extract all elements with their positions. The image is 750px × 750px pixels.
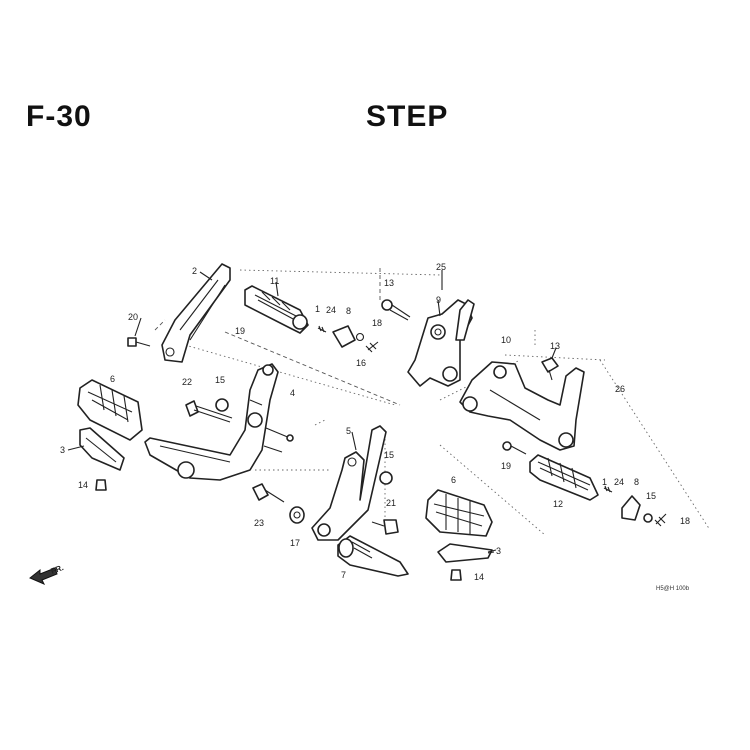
part-rider-footpeg-left — [244, 285, 309, 334]
section-code: F-30 — [26, 100, 92, 133]
direction-arrow-icon — [29, 567, 58, 585]
callout-1b: 1 — [602, 477, 607, 487]
callout-23: 23 — [254, 518, 264, 528]
callout-6b: 6 — [451, 475, 456, 485]
part-washer-left — [215, 398, 229, 412]
callout-22: 22 — [182, 377, 192, 387]
part-bracket-plate-right — [437, 543, 497, 563]
callout-9: 9 — [436, 295, 441, 305]
callout-8b: 8 — [634, 477, 639, 487]
part-bolt-23 — [252, 483, 285, 503]
drawing-reference: H5@H 100b — [656, 586, 690, 592]
part-spring-ball-right — [603, 485, 667, 527]
callout-1a: 1 — [315, 304, 320, 314]
part-footpeg-bracket-left — [144, 363, 279, 481]
callout-19b: 19 — [501, 461, 511, 471]
callout-12: 12 — [553, 499, 563, 509]
callout-17: 17 — [290, 538, 300, 548]
callout-18b: 18 — [680, 516, 690, 526]
part-footpeg-bracket-right — [459, 361, 585, 451]
part-collar-17 — [289, 506, 305, 524]
callout-25: 25 — [436, 262, 446, 272]
callout-10: 10 — [501, 335, 511, 345]
callout-leaders — [67, 270, 557, 554]
callout-18a: 18 — [372, 318, 382, 328]
callout-26: 26 — [615, 384, 625, 394]
callout-3b: 3 — [496, 546, 501, 556]
part-spring-ball-left — [317, 325, 379, 353]
part-footpeg-bracket-right-upper — [407, 299, 475, 387]
callout-15c: 15 — [646, 491, 656, 501]
callout-6a: 6 — [110, 374, 115, 384]
callout-20: 20 — [128, 312, 138, 322]
callout-labels: 2 20 11 19 6 22 15 4 3 14 1 24 8 16 18 1… — [60, 262, 690, 582]
direction-label: FR. — [50, 563, 65, 576]
part-bolt-20 — [127, 337, 151, 347]
part-footpeg-7 — [337, 535, 409, 577]
part-washer-center — [379, 471, 393, 485]
callout-5: 5 — [346, 426, 351, 436]
part-bolt-13-right — [541, 357, 559, 381]
callout-19a: 19 — [235, 326, 245, 336]
callout-13a: 13 — [384, 278, 394, 288]
diagram-title: STEP — [366, 100, 449, 133]
part-pins-bracket — [263, 427, 294, 453]
callout-24a: 24 — [326, 305, 336, 315]
callout-8a: 8 — [346, 306, 351, 316]
callout-2: 2 — [192, 266, 197, 276]
callout-16: 16 — [356, 358, 366, 368]
callout-7: 7 — [341, 570, 346, 580]
part-footpeg-rubber-left — [77, 379, 143, 441]
part-bracket-plate-left — [79, 427, 125, 471]
part-nut-left — [95, 479, 107, 491]
callout-11: 11 — [270, 276, 279, 286]
part-bolt-22 — [185, 400, 233, 423]
part-bolt-19-right — [502, 441, 527, 455]
callout-14b: 14 — [474, 572, 484, 582]
callout-21: 21 — [386, 498, 396, 508]
part-nut-right — [450, 569, 462, 581]
part-bolt-13-top — [381, 299, 411, 321]
part-rider-footpeg-right — [529, 454, 599, 501]
part-bolt-21 — [371, 519, 399, 535]
part-footpeg-rubber-right — [425, 489, 493, 537]
callout-15a: 15 — [215, 375, 225, 385]
callout-3a: 3 — [60, 445, 65, 455]
part-heel-plate-center — [311, 425, 387, 541]
callout-4: 4 — [290, 388, 295, 398]
callout-24b: 24 — [614, 477, 624, 487]
front-direction-indicator: FR. — [29, 563, 65, 585]
callout-14a: 14 — [78, 480, 88, 490]
callout-13c: 13 — [550, 341, 560, 351]
part-heel-guard-left — [161, 263, 231, 363]
callout-15b: 15 — [384, 450, 394, 460]
